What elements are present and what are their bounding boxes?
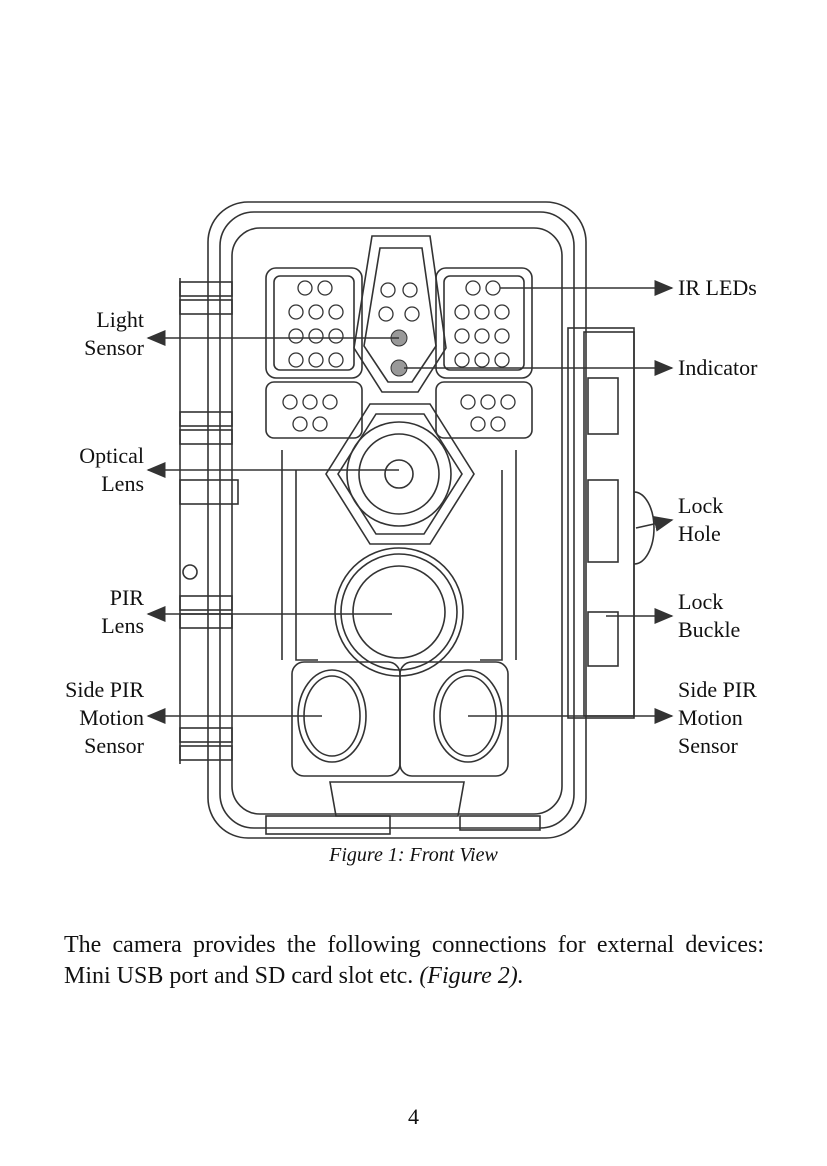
ir-led [404,306,420,322]
label-light-sensor: Light Sensor [84,307,144,360]
label-pir-lens: PIR Lens [101,585,144,638]
channel-left [281,450,318,661]
optical-lens [384,459,414,489]
ir-led [474,304,490,320]
figure-caption: Figure 1: Front View [329,844,498,866]
left-hinge-7 [179,727,233,743]
ir-led [288,304,304,320]
ir-led [288,352,304,368]
page-number: 4 [408,1104,419,1129]
ir-led-panel-left [265,267,363,379]
ir-led [308,328,324,344]
ir-led-panel-lower-left [265,381,363,439]
callout-lines [146,280,674,724]
ir-led [494,352,510,368]
ir-led [328,352,344,368]
lens-ring-inner [358,433,440,515]
ir-led [494,328,510,344]
ir-led [470,416,486,432]
channel-right [480,450,517,661]
callout-lock-hole [635,516,674,532]
figure-reference: (Figure 2). [419,963,524,989]
left-hinge-6 [179,613,233,629]
ir-led [322,394,338,410]
ir-led [485,280,501,296]
ir-led [465,280,481,296]
label-side-pir-right: Side PIR Motion Sensor [678,677,757,758]
lens-ring-outer [346,421,452,527]
left-hinge-5 [179,595,233,611]
ir-led [302,394,318,410]
ir-led [288,328,304,344]
ir-led [500,394,516,410]
ir-led [494,304,510,320]
ir-led [328,304,344,320]
ir-led [402,282,418,298]
left-hinge-2 [179,299,233,315]
ir-led [317,280,333,296]
lock-slot-2 [587,479,619,563]
center-sensor-shield [353,235,447,393]
bottom-latch [329,781,465,817]
ir-led [378,306,394,322]
label-optical-lens: Optical Lens [79,443,144,496]
left-strap-rivet [182,564,198,580]
ir-led [308,304,324,320]
left-hinge-3 [179,411,233,427]
ir-led [312,416,328,432]
ir-led [454,304,470,320]
ir-led [474,328,490,344]
label-lock-hole: Lock Hole [678,493,724,546]
pir-lens [352,565,446,659]
ir-led [328,328,344,344]
ir-led-panel-right [435,267,533,379]
left-hinge-1 [179,281,233,297]
left-hinge-4 [179,429,233,445]
camera-face-panel [231,227,563,815]
lock-panel [567,327,635,719]
ir-led [308,352,324,368]
ir-led [460,394,476,410]
ir-led [480,394,496,410]
side-pir-module-right [399,661,509,777]
ir-led-panel-left-inner [273,275,355,371]
label-lock-buckle: Lock Buckle [678,589,741,642]
center-sensor-shield-inner [363,247,437,383]
ir-led [292,416,308,432]
ir-led [474,352,490,368]
lock-panel-inner [583,331,635,717]
ir-led-panel-right-inner [443,275,525,371]
camera-housing-outer [207,201,587,839]
camera-body [179,201,655,839]
ir-led-array [282,280,516,432]
lock-slot-1 [587,377,619,435]
label-indicator: Indicator [678,355,758,380]
ir-led [297,280,313,296]
ir-led [380,282,396,298]
bottom-tab-left [265,815,391,835]
label-ir-leds: IR LEDs [678,275,757,300]
left-clip [179,479,239,505]
pir-lens-ring-mid [340,553,458,671]
ir-led [490,416,506,432]
lens-hexagon-inner [337,413,463,535]
bottom-tab-right [459,815,541,831]
label-side-pir-left: Side PIR Motion Sensor [65,677,144,758]
lock-buckle [587,611,619,667]
lens-hexagon-outer [325,403,475,545]
left-hinge-8 [179,745,233,761]
pir-lens-ring-outer [334,547,464,677]
ir-led-panel-lower-right [435,381,533,439]
camera-housing-inner [219,211,575,829]
ir-led [282,394,298,410]
body-paragraph: The camera provides the following connec… [64,930,764,992]
ir-led [454,328,470,344]
body-text: The camera provides the following connec… [64,932,764,989]
ir-led [454,352,470,368]
